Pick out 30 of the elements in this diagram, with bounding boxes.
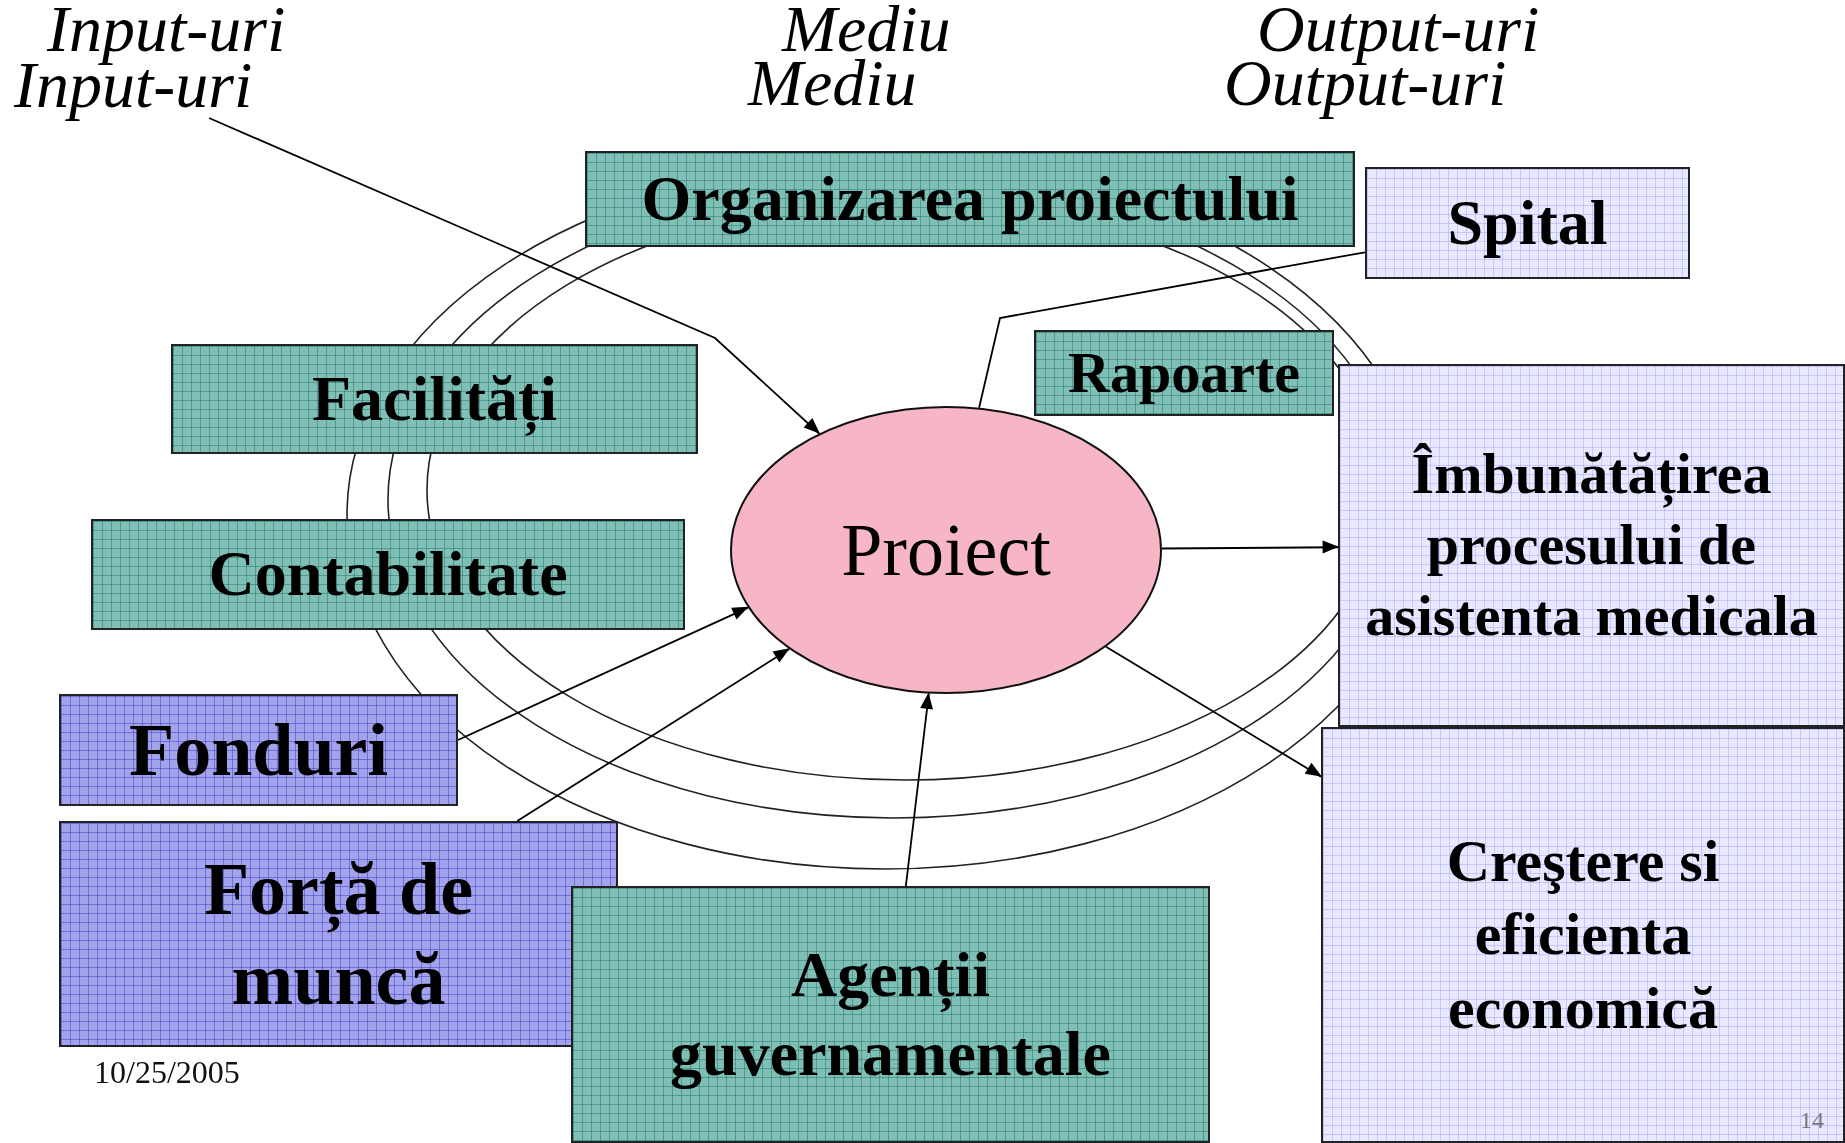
box-label: Îmbunătățirea procesului de asistenta medicala xyxy=(1364,440,1819,650)
text-box xyxy=(1321,727,1845,1143)
arrow xyxy=(904,692,933,887)
box-label: Agenții guvernamentale xyxy=(669,938,1112,1091)
box-label: Forță de muncă xyxy=(202,846,475,1022)
slide-number: 14 xyxy=(1800,1108,1824,1132)
arrow xyxy=(208,117,820,435)
arrow xyxy=(516,648,791,822)
arrow xyxy=(1105,645,1322,778)
text-box xyxy=(171,344,698,454)
arrow xyxy=(457,606,749,741)
text-box xyxy=(585,151,1355,247)
box-label: Facilități xyxy=(311,361,558,438)
box-label: Organizarea proiectului xyxy=(641,161,1299,236)
text-box xyxy=(59,821,618,1047)
ellipse-label: Proiect xyxy=(841,513,1051,587)
text-box xyxy=(1365,167,1690,279)
text-box xyxy=(91,519,685,630)
arrow xyxy=(1161,540,1339,554)
box-label: Spital xyxy=(1447,185,1608,260)
text-box xyxy=(1034,330,1334,416)
text-box xyxy=(571,886,1210,1143)
project-ellipse xyxy=(730,406,1162,694)
box-label: Rapoarte xyxy=(1068,338,1300,407)
box-label: Fonduri xyxy=(128,707,389,793)
text-box xyxy=(1338,364,1845,727)
text-box xyxy=(59,694,458,806)
box-label: Contabilitate xyxy=(208,537,568,612)
date-text: 10/25/2005 xyxy=(94,1056,240,1088)
box-label: Creştere si eficienta economică xyxy=(1445,827,1721,1043)
